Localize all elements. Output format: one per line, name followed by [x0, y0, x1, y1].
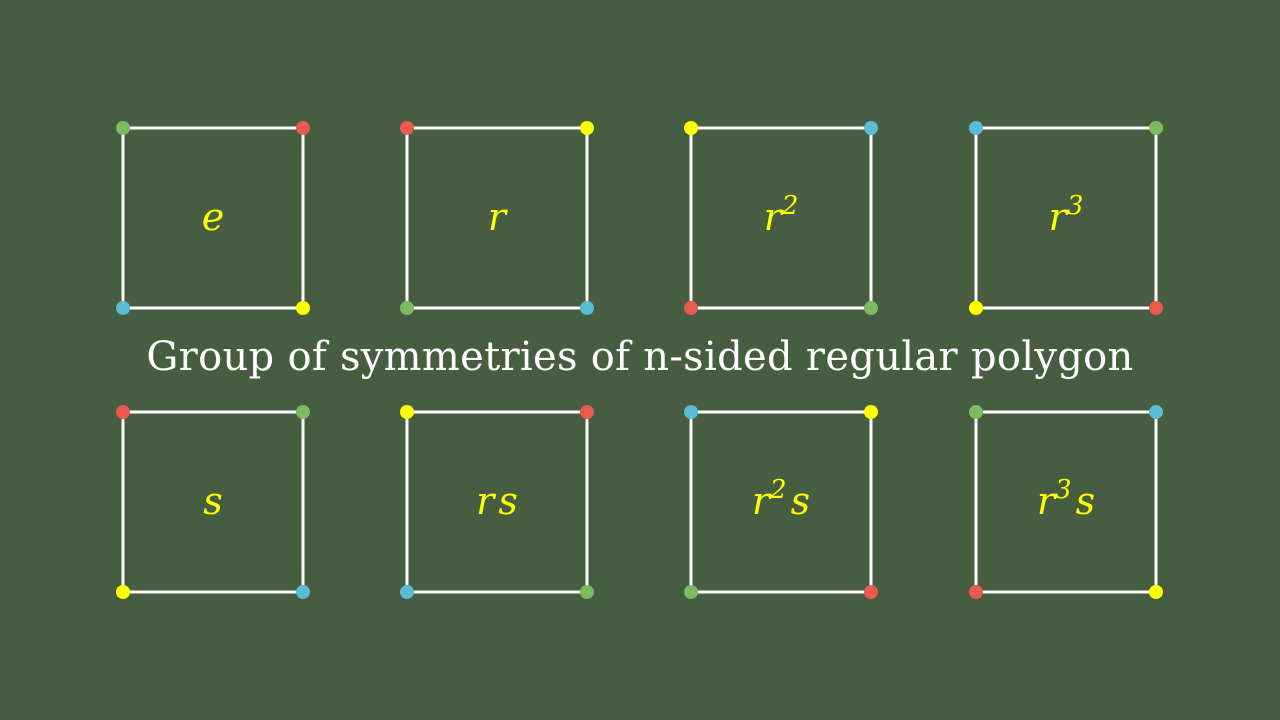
- vertex-dot-tl: [684, 405, 698, 419]
- square-outline: [121, 126, 305, 310]
- square-outline: [974, 126, 1158, 310]
- label-base: e: [202, 195, 225, 239]
- label-base: r: [488, 195, 509, 239]
- square-outline: [689, 410, 873, 594]
- vertex-dot-tl: [400, 121, 414, 135]
- symmetry-square: r3: [969, 121, 1163, 315]
- label-suffix: s: [498, 479, 518, 523]
- vertex-dot-tl: [969, 405, 983, 419]
- symmetry-square: r: [400, 121, 594, 315]
- square-outline: [974, 410, 1158, 594]
- label-base: s: [203, 479, 223, 523]
- square-outline: [121, 410, 305, 594]
- vertex-dot-tl: [116, 121, 130, 135]
- symmetry-label: r: [488, 195, 509, 239]
- square-outline: [405, 410, 589, 594]
- label-base: r: [1049, 195, 1070, 239]
- vertex-dot-bl: [400, 301, 414, 315]
- label-exponent: 3: [1055, 475, 1072, 505]
- diagram-caption: Group of symmetries of n-sided regular p…: [146, 334, 1134, 380]
- label-exponent: 3: [1067, 191, 1084, 221]
- label-base: r: [764, 195, 785, 239]
- vertex-dot-br: [580, 585, 594, 599]
- symmetry-label: e: [202, 195, 225, 239]
- label-suffix: s: [791, 479, 811, 523]
- vertex-dot-bl: [400, 585, 414, 599]
- vertex-dot-bl: [969, 585, 983, 599]
- vertex-dot-tr: [580, 405, 594, 419]
- vertex-dot-tr: [580, 121, 594, 135]
- vertex-dot-br: [296, 585, 310, 599]
- vertex-dot-tr: [296, 121, 310, 135]
- vertex-dot-tl: [116, 405, 130, 419]
- vertex-dot-tl: [684, 121, 698, 135]
- vertex-dot-bl: [116, 301, 130, 315]
- vertex-dot-bl: [116, 585, 130, 599]
- square-outline: [689, 126, 873, 310]
- vertex-dot-bl: [684, 585, 698, 599]
- vertex-dot-tr: [1149, 121, 1163, 135]
- label-exponent: 2: [781, 191, 799, 221]
- square-outline: [405, 126, 589, 310]
- symmetry-square: s: [116, 405, 310, 599]
- vertex-dot-tl: [969, 121, 983, 135]
- label-exponent: 2: [769, 475, 787, 505]
- symmetry-label: s: [203, 479, 223, 523]
- vertex-dot-tr: [296, 405, 310, 419]
- vertex-dot-tr: [864, 121, 878, 135]
- symmetry-square: r2: [684, 121, 878, 315]
- label-base: r: [1037, 479, 1058, 523]
- vertex-dot-br: [1149, 585, 1163, 599]
- label-base: r: [752, 479, 773, 523]
- vertex-dot-br: [296, 301, 310, 315]
- vertex-dot-br: [864, 585, 878, 599]
- label-suffix: s: [1076, 479, 1096, 523]
- vertex-dot-br: [864, 301, 878, 315]
- vertex-dot-tr: [864, 405, 878, 419]
- vertex-dot-tr: [1149, 405, 1163, 419]
- label-base: r: [476, 479, 497, 523]
- vertex-dot-br: [580, 301, 594, 315]
- symmetry-label: r3: [1049, 191, 1084, 239]
- vertex-dot-bl: [684, 301, 698, 315]
- vertex-dot-br: [1149, 301, 1163, 315]
- symmetry-square: e: [116, 121, 310, 315]
- vertex-dot-bl: [969, 301, 983, 315]
- symmetry-label: r2: [764, 191, 799, 239]
- vertex-dot-tl: [400, 405, 414, 419]
